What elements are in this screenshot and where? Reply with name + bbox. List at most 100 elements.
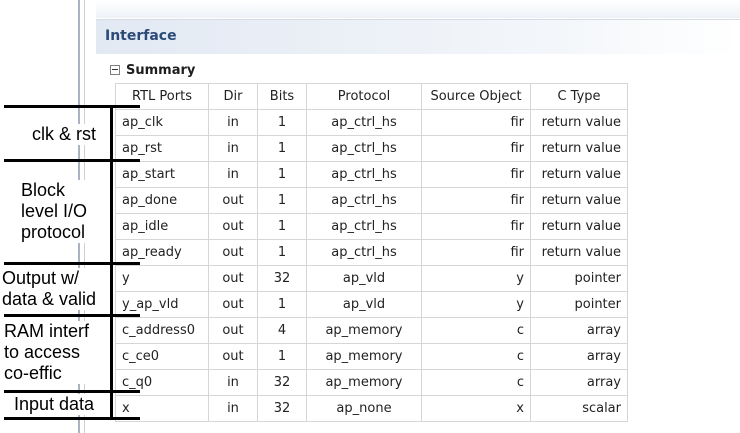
annotation-divider <box>4 390 140 393</box>
table-header-row: RTL Ports Dir Bits Protocol Source Objec… <box>115 83 628 110</box>
table-cell: x <box>115 395 209 422</box>
table-cell: c <box>421 369 531 396</box>
annotation-input: Input data <box>14 394 95 415</box>
annotation-divider <box>4 159 140 162</box>
table-cell: in <box>208 109 258 136</box>
table-cell: c_address0 <box>115 317 209 344</box>
table-cell: y <box>115 265 209 292</box>
rtl-ports-table: RTL Ports Dir Bits Protocol Source Objec… <box>115 83 628 422</box>
table-cell: y <box>421 265 531 292</box>
table-cell: ap_ready <box>115 239 209 266</box>
table-cell: fir <box>421 239 531 266</box>
table-cell: fir <box>421 187 531 214</box>
table-cell: ap_ctrl_hs <box>306 161 422 188</box>
table-cell: ap_vld <box>306 265 422 292</box>
annotation-clk-rst: clk & rst <box>32 124 97 145</box>
table-cell: ap_ctrl_hs <box>306 187 422 214</box>
table-cell: 32 <box>257 395 307 422</box>
table-cell: out <box>208 317 258 344</box>
table-cell: array <box>530 317 628 344</box>
column-header: Protocol <box>306 83 422 110</box>
table-cell: y <box>421 291 531 318</box>
table-cell: c_q0 <box>115 369 209 396</box>
table-cell: pointer <box>530 291 628 318</box>
table-cell: in <box>208 135 258 162</box>
table-cell: 32 <box>257 265 307 292</box>
table-cell: scalar <box>530 395 628 422</box>
table-cell: 4 <box>257 317 307 344</box>
column-header: Bits <box>257 83 307 110</box>
interface-panel-header: Interface <box>96 19 740 54</box>
table-cell: fir <box>421 109 531 136</box>
annotation-divider <box>4 417 140 420</box>
collapse-icon[interactable] <box>110 65 120 75</box>
table-cell: ap_ctrl_hs <box>306 213 422 240</box>
table-cell: return value <box>530 135 628 162</box>
table-cell: 1 <box>257 109 307 136</box>
table-cell: ap_rst <box>115 135 209 162</box>
table-cell: 1 <box>257 135 307 162</box>
table-cell: 1 <box>257 239 307 266</box>
table-cell: ap_ctrl_hs <box>306 135 422 162</box>
table-cell: ap_memory <box>306 369 422 396</box>
table-cell: c <box>421 343 531 370</box>
table-cell: return value <box>530 109 628 136</box>
table-cell: ap_vld <box>306 291 422 318</box>
table-cell: ap_start <box>115 161 209 188</box>
table-cell: array <box>530 369 628 396</box>
table-cell: 1 <box>257 161 307 188</box>
annotation-bracket <box>110 105 113 417</box>
table-cell: out <box>208 343 258 370</box>
table-cell: ap_ctrl_hs <box>306 109 422 136</box>
table-cell: in <box>208 395 258 422</box>
summary-label: Summary <box>126 62 196 78</box>
table-cell: 1 <box>257 343 307 370</box>
table-cell: out <box>208 213 258 240</box>
column-header: C Type <box>530 83 628 110</box>
table-cell: out <box>208 187 258 214</box>
table-cell: ap_done <box>115 187 209 214</box>
table-cell: 1 <box>257 291 307 318</box>
table-cell: 32 <box>257 369 307 396</box>
table-cell: fir <box>421 213 531 240</box>
table-cell: return value <box>530 187 628 214</box>
table-cell: c <box>421 317 531 344</box>
table-cell: x <box>421 395 531 422</box>
table-cell: return value <box>530 213 628 240</box>
column-header: Dir <box>208 83 258 110</box>
table-cell: in <box>208 161 258 188</box>
table-cell: out <box>208 239 258 266</box>
table-cell: ap_ctrl_hs <box>306 239 422 266</box>
table-cell: ap_memory <box>306 317 422 344</box>
column-header: Source Object <box>421 83 531 110</box>
annotation-divider <box>4 314 140 317</box>
table-cell: out <box>208 291 258 318</box>
annotation-block-io: Block level I/O protocol <box>21 180 88 243</box>
table-cell: fir <box>421 161 531 188</box>
table-cell: ap_memory <box>306 343 422 370</box>
table-cell: array <box>530 343 628 370</box>
annotation-output: Output w/ data & valid <box>2 268 97 310</box>
table-cell: 1 <box>257 213 307 240</box>
summary-section-header[interactable]: Summary <box>110 60 195 80</box>
interface-title: Interface <box>105 28 177 44</box>
table-cell: return value <box>530 239 628 266</box>
table-cell: ap_clk <box>115 109 209 136</box>
report-toolbar <box>96 0 740 18</box>
annotation-ram: RAM interf to access co-effic <box>4 321 90 384</box>
annotation-divider <box>4 105 140 108</box>
annotation-divider <box>4 262 140 265</box>
